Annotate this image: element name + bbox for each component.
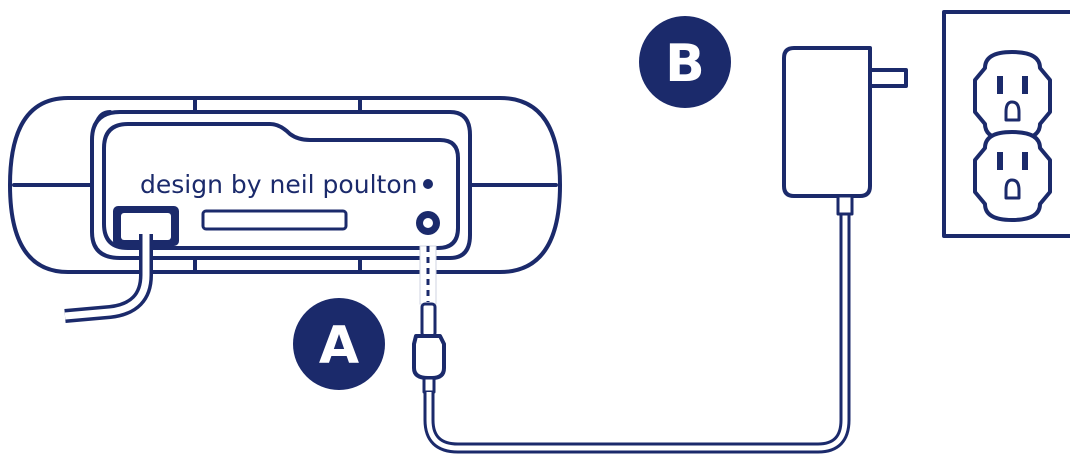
badge-a-label: A [319,316,359,376]
hard-drive-icon: design by neil poulton [8,96,562,274]
insertion-guide [419,245,437,305]
dc-plug-icon [412,302,446,394]
device-brand-text: design by neil poulton [140,170,417,199]
usb-cable [64,234,153,323]
badge-b-label: B [665,34,705,94]
power-adapter-icon [782,46,908,216]
badge-b: B [639,16,731,108]
wall-outlet-icon [942,10,1070,238]
badge-a: A [293,298,385,390]
power-cable [423,215,851,454]
